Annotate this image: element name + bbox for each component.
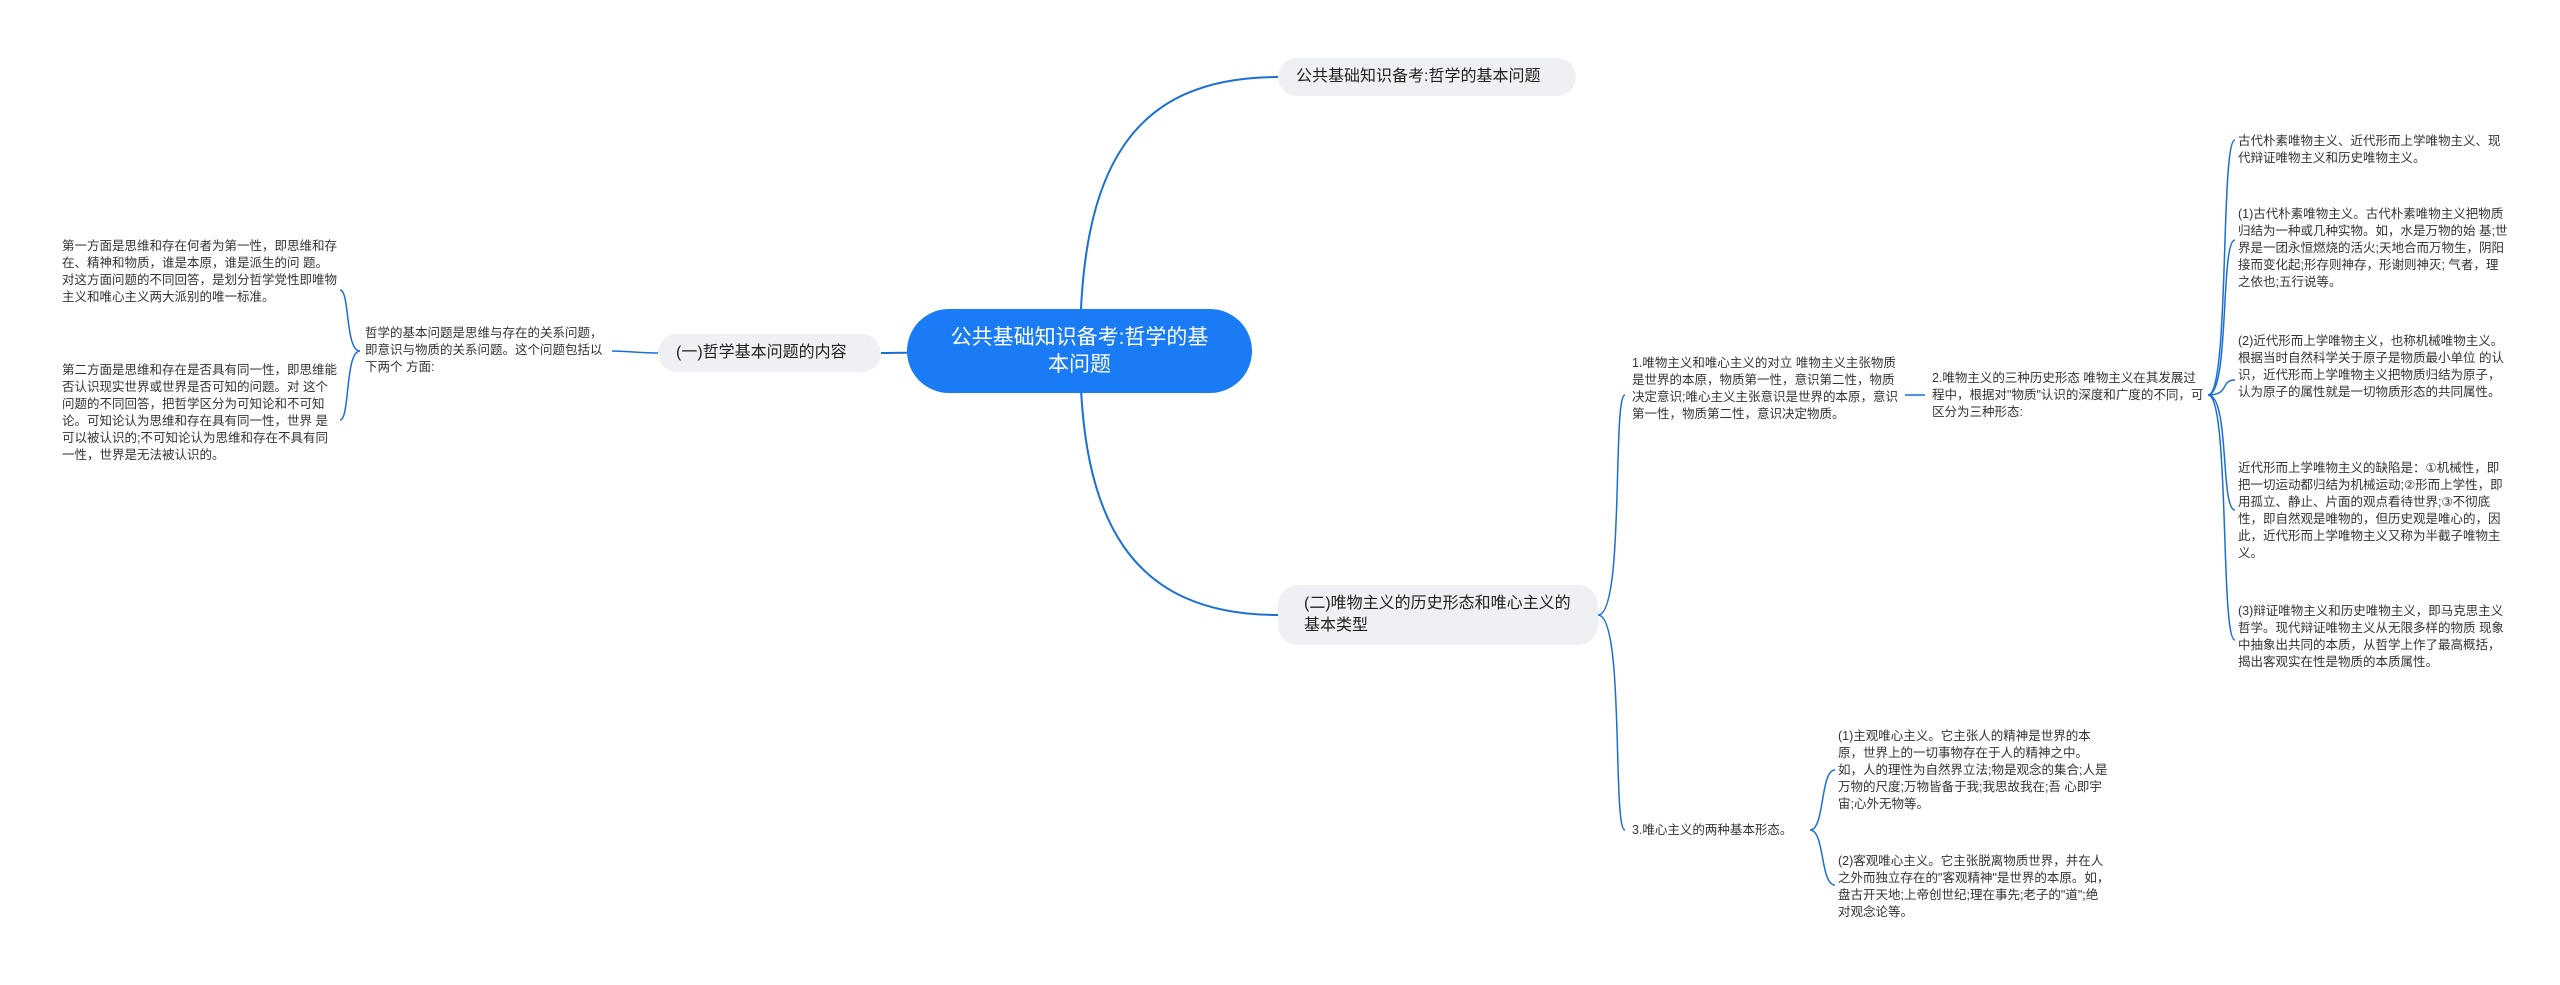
link-root-bottom — [1079, 349, 1279, 616]
central-topic-label: 公共基础知识备考:哲学的基本问题 — [950, 326, 1209, 376]
branch-top[interactable]: 公共基础知识备考:哲学的基本问题 — [1278, 58, 1576, 96]
form-node-4[interactable]: (3)辩证唯物主义和历史唯物主义，即马克思主义哲学。现代辩证唯物主义从无限多样的… — [2238, 604, 2504, 669]
link-left-summary — [611, 350, 659, 354]
form-node-2[interactable]: (2)近代形而上学唯物主义，也称机械唯物主义。根据当时自然科学关于原子是物质最小… — [2238, 334, 2504, 399]
link-item2-forms — [2207, 139, 2236, 641]
form-node-0[interactable]: 古代朴素唯物主义、近代形而上学唯物主义、现代辩证唯物主义和历史唯物主义。 — [2238, 134, 2501, 165]
link-item3-idealism — [1809, 769, 1836, 886]
branch-content[interactable]: (一)哲学基本问题的内容 — [658, 334, 881, 372]
link-bottom-items — [1597, 394, 1626, 831]
aspect-node-1[interactable]: 第一方面是思维和存在何者为第一性，即思维和存在、精神和物质，谁是本原，谁是派生的… — [62, 239, 338, 304]
aspect-node-2[interactable]: 第二方面是思维和存在是否具有同一性，即思维能否认识现实世界或世界是否可知的问题。… — [62, 363, 338, 462]
link-summary-aspects — [339, 289, 361, 421]
branch-forms-types-label: (二)唯物主义的历史形态和唯心主义的基本类型 — [1304, 595, 1571, 634]
branch-forms-types[interactable]: (二)唯物主义的历史形态和唯心主义的基本类型 — [1278, 585, 1598, 645]
link-root-top — [1079, 76, 1279, 351]
idealism-node-1[interactable]: (1)主观唯心主义。它主张人的精神是世界的本原，世界上的一切事物存在于人的精神之… — [1838, 729, 2108, 811]
summary-node[interactable]: 哲学的基本问题是思维与存在的关系问题，即意识与物质的关系问题。这个问题包括以下两… — [365, 326, 603, 374]
idealism-node-2[interactable]: (2)客观唯心主义。它主张脱离物质世界，并在人之外而独立存在的"客观精神"是世界… — [1838, 854, 2110, 919]
item1-node[interactable]: 1.唯物主义和唯心主义的对立 唯物主义主张物质是世界的本原，物质第一性，意识第二… — [1632, 356, 1898, 421]
branch-content-label: (一)哲学基本问题的内容 — [676, 344, 847, 361]
form-node-1[interactable]: (1)古代朴素唯物主义。古代朴素唯物主义把物质归结为一种或几种实物。如，水是万物… — [2238, 207, 2508, 289]
central-topic[interactable]: 公共基础知识备考:哲学的基本问题 — [907, 309, 1252, 393]
form-node-3[interactable]: 近代形而上学唯物主义的缺陷是：①机械性，即把一切运动都归结为机械运动;②形而上学… — [2238, 461, 2503, 560]
branch-top-label: 公共基础知识备考:哲学的基本问题 — [1296, 68, 1541, 85]
item2-node[interactable]: 2.唯物主义的三种历史形态 唯物主义在其发展过程中，根据对"物质"认识的深度和广… — [1932, 371, 2204, 419]
item3-node[interactable]: 3.唯心主义的两种基本形态。 — [1632, 823, 1793, 837]
